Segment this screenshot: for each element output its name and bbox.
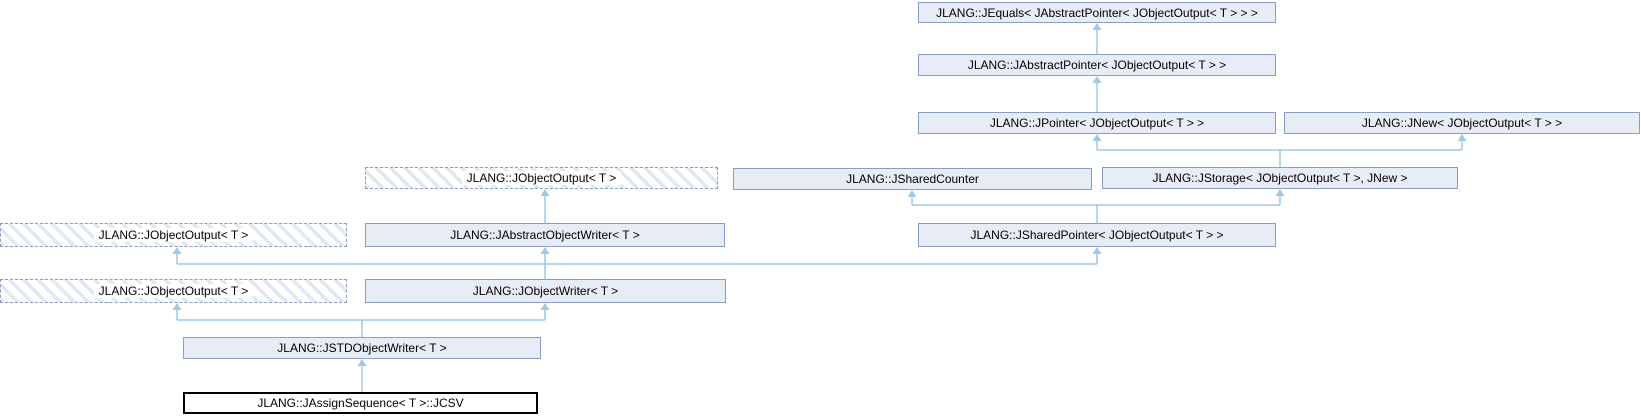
inheritance-arrowhead-icon [540, 189, 550, 196]
class-node-label-jstorage: JLANG::JStorage< JObjectOutput< T >, JNe… [1152, 171, 1408, 185]
inheritance-edge-jstorage-to-jpointer-and-jnew [1092, 134, 1467, 167]
class-node-label-jsharedpointer: JLANG::JSharedPointer< JObjectOutput< T … [970, 228, 1224, 242]
class-node-jstorage[interactable]: JLANG::JStorage< JObjectOutput< T >, JNe… [1102, 167, 1458, 189]
class-node-jobjectoutput-template: JLANG::JObjectOutput< T > [365, 167, 718, 189]
class-node-label-jabstractpointer: JLANG::JAbstractPointer< JObjectOutput< … [967, 58, 1227, 72]
class-node-jstdobjectwriter[interactable]: JLANG::JSTDObjectWriter< T > [183, 337, 541, 359]
class-node-label-jobjectoutput-left-2: JLANG::JObjectOutput< T > [93, 284, 254, 298]
class-node-label-jstdobjectwriter: JLANG::JSTDObjectWriter< T > [277, 341, 447, 355]
class-node-jsharedpointer[interactable]: JLANG::JSharedPointer< JObjectOutput< T … [918, 223, 1276, 247]
class-node-label-jpointer: JLANG::JPointer< JObjectOutput< T > > [989, 116, 1205, 130]
inheritance-arrowhead-icon [1092, 134, 1102, 141]
inheritance-arrowhead-icon [1092, 247, 1102, 254]
inheritance-arrowhead-icon [540, 247, 550, 254]
inheritance-arrowhead-icon [172, 303, 182, 310]
class-node-jsharedcounter[interactable]: JLANG::JSharedCounter [733, 168, 1092, 190]
class-node-label-jequals: JLANG::JEquals< JAbstractPointer< JObjec… [936, 5, 1258, 20]
inheritance-edge-jabstractpointer-to-jequals [1092, 23, 1102, 54]
class-node-label-jobjectwriter: JLANG::JObjectWriter< T > [472, 284, 619, 298]
class-node-jpointer[interactable]: JLANG::JPointer< JObjectOutput< T > > [918, 112, 1276, 134]
inheritance-arrowhead-icon [1275, 189, 1285, 196]
inheritance-arrowhead-icon [1457, 134, 1467, 141]
inheritance-edge-jobjectwriter-to-bases [172, 247, 1102, 279]
class-node-jobjectwriter[interactable]: JLANG::JObjectWriter< T > [365, 279, 726, 303]
class-node-label-jobjectoutput-template: JLANG::JObjectOutput< T > [461, 171, 622, 185]
inheritance-arrowhead-icon [172, 247, 182, 254]
inheritance-arrowhead-icon [540, 303, 550, 310]
inheritance-arrowhead-icon [1092, 23, 1102, 30]
class-node-jobjectoutput-left-2: JLANG::JObjectOutput< T > [0, 279, 347, 303]
class-node-jequals[interactable]: JLANG::JEquals< JAbstractPointer< JObjec… [918, 2, 1276, 23]
class-node-label-jcsv: JLANG::JAssignSequence< T >::JCSV [257, 396, 464, 410]
class-node-label-jnew: JLANG::JNew< JObjectOutput< T > > [1361, 116, 1563, 130]
class-node-label-jsharedcounter: JLANG::JSharedCounter [846, 172, 979, 186]
inheritance-edge-jcsv-to-jstdobjectwriter [357, 359, 367, 392]
inheritance-edge-jsharedpointer-to-jsharedcounter-and-jstorage [907, 189, 1285, 223]
class-node-jobjectoutput-left-1: JLANG::JObjectOutput< T > [0, 223, 347, 247]
inheritance-arrowhead-icon [357, 359, 367, 366]
class-node-label-jobjectoutput-left-1: JLANG::JObjectOutput< T > [93, 228, 254, 242]
inheritance-edge-jabstractobjectwriter-to-jobjectoutput [540, 189, 550, 223]
inheritance-arrowhead-icon [1092, 76, 1102, 83]
class-node-jabstractpointer[interactable]: JLANG::JAbstractPointer< JObjectOutput< … [918, 54, 1276, 76]
class-node-jnew[interactable]: JLANG::JNew< JObjectOutput< T > > [1284, 112, 1640, 134]
inheritance-edge-jstdobjectwriter-to-bases [172, 303, 550, 337]
class-node-label-jabstractobjectwriter: JLANG::JAbstractObjectWriter< T > [450, 228, 640, 242]
class-node-jabstractobjectwriter[interactable]: JLANG::JAbstractObjectWriter< T > [365, 223, 725, 247]
inheritance-edge-jpointer-to-jabstractpointer [1092, 76, 1102, 112]
inheritance-arrowhead-icon [907, 190, 917, 197]
class-node-jcsv: JLANG::JAssignSequence< T >::JCSV [183, 392, 538, 414]
